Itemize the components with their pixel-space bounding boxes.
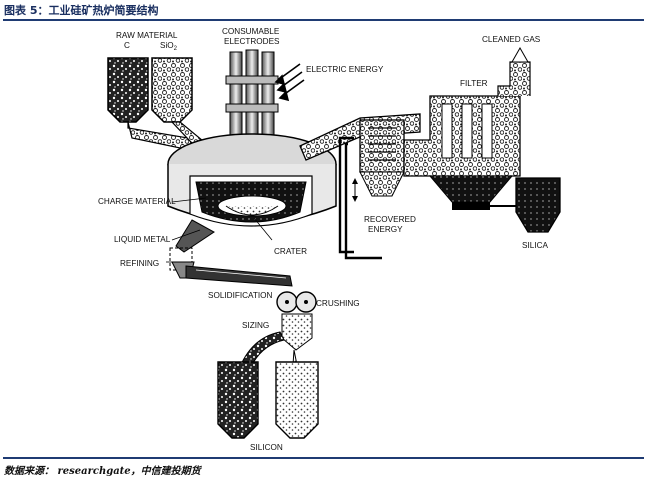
electric-energy-arrows <box>274 63 305 102</box>
filter-unit <box>403 46 531 210</box>
label-silica-in-main: SiO <box>160 41 174 50</box>
label-recovered: RECOVERED <box>364 215 416 224</box>
source-note: 数据来源： researchgate，中信建投期货 <box>4 466 201 477</box>
label-filter: FILTER <box>460 79 488 88</box>
label-electric-energy: ELECTRIC ENERGY <box>306 65 384 74</box>
label-cleaned-gas: CLEANED GAS <box>482 35 541 44</box>
label-electrodes: ELECTRODES <box>224 37 280 46</box>
crushing-rollers <box>276 291 317 351</box>
label-sizing: SIZING <box>242 321 269 330</box>
label-crater: CRATER <box>274 247 307 256</box>
label-silica-in-sub: 2 <box>174 46 178 52</box>
header-rule <box>3 19 644 21</box>
heat-exchanger <box>338 119 405 260</box>
label-charge-material: CHARGE MATERIAL <box>98 197 176 206</box>
label-silicon: SILICON <box>250 443 283 452</box>
label-raw-material: RAW MATERIAL <box>116 31 178 40</box>
label-energy: ENERGY <box>368 225 403 234</box>
label-carbon: C <box>124 41 130 50</box>
furnace-body <box>167 133 337 227</box>
footer-rule <box>3 457 644 459</box>
label-solidification: SOLIDIFICATION <box>208 291 273 300</box>
label-crushing: CRUSHING <box>316 299 360 308</box>
leader-lines <box>166 197 273 263</box>
label-liquid-metal: LIQUID METAL <box>114 235 171 244</box>
silicon-bins <box>217 361 319 439</box>
label-silica-out: SILICA <box>522 241 548 250</box>
label-consumable: CONSUMABLE <box>222 27 280 36</box>
diagram-labels: RAW MATERIAL C SiO2 CONSUMABLE ELECTRODE… <box>98 27 548 452</box>
figure-title: 图表 5：工业硅矿热炉简要结构 <box>4 4 159 17</box>
label-silica-in: SiO2 <box>160 41 178 52</box>
label-refining: REFINING <box>120 259 159 268</box>
silica-collector <box>515 177 561 233</box>
tapping-spout <box>169 219 293 287</box>
